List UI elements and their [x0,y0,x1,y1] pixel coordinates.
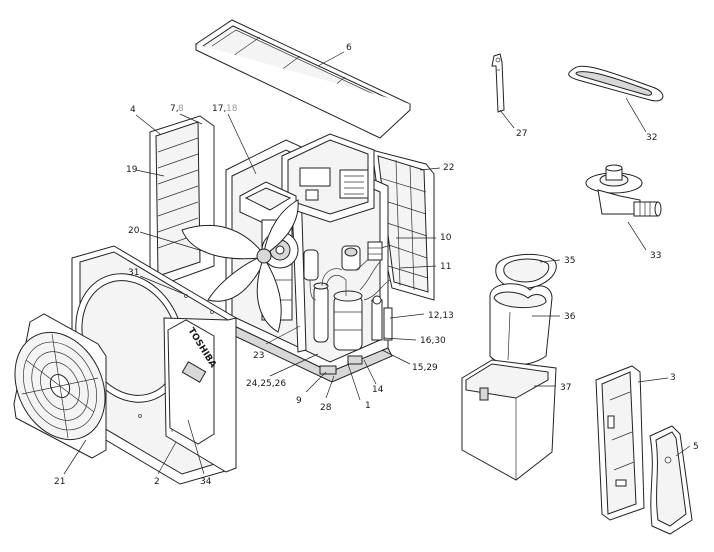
label-36: 36 [564,312,576,322]
label-17: 17, [212,104,226,114]
label-31: 31 [128,268,139,278]
fan-guard-part-21 [13,313,107,459]
label-23: 23 [253,351,264,361]
label-28: 28 [320,403,332,413]
label-22: 22 [443,163,454,173]
cap-part-32 [568,65,664,102]
label-9: 9 [296,396,302,406]
liner-part-36 [489,283,553,366]
side-grille-part-4 [149,115,215,285]
label-2: 2 [154,477,160,487]
label-1: 1 [365,401,371,411]
label-27: 27 [516,129,527,139]
label-10: 10 [440,233,452,243]
label-20: 20 [128,226,140,236]
label-4: 4 [130,105,136,115]
label-21: 21 [54,477,65,487]
label-32: 32 [646,133,657,143]
label-33: 33 [650,251,661,261]
label-24-25-26: 24,25,26 [246,379,286,389]
label-8: 8 [178,104,184,114]
top-cover-part [194,19,411,139]
fan-blade-part-20 [181,199,299,333]
label-34: 34 [200,477,212,487]
terminal-cover-part-3 [595,365,645,521]
control-box [281,133,375,223]
label-12-13: 12,13 [428,311,454,321]
label-37: 37 [560,383,571,393]
front-cabinet-part-2: TOSHIBA [71,245,237,485]
label-5: 5 [693,442,699,452]
label-3: 3 [670,373,676,383]
drain-cover-35 [495,254,557,289]
callout-labels: 6 27 32 4 7, 8 17, 18 19 22 33 20 10 11 … [54,43,699,487]
label-16-30: 16,30 [420,336,446,346]
label-19: 19 [126,165,138,175]
leader-lines [63,51,691,475]
label-14: 14 [372,385,384,395]
valve-cover-part-5 [649,425,693,535]
label-6: 6 [346,43,352,53]
label-15-29: 15,29 [412,363,438,373]
label-18: 18 [226,104,238,114]
label-7: 7, [170,104,179,114]
drain-elbow-part-33 [585,164,662,217]
compressor-assembly [303,241,393,375]
outer-shell-part-37 [461,359,557,481]
bracket-part-27 [491,53,505,113]
label-11: 11 [440,262,451,272]
label-35: 35 [564,256,575,266]
